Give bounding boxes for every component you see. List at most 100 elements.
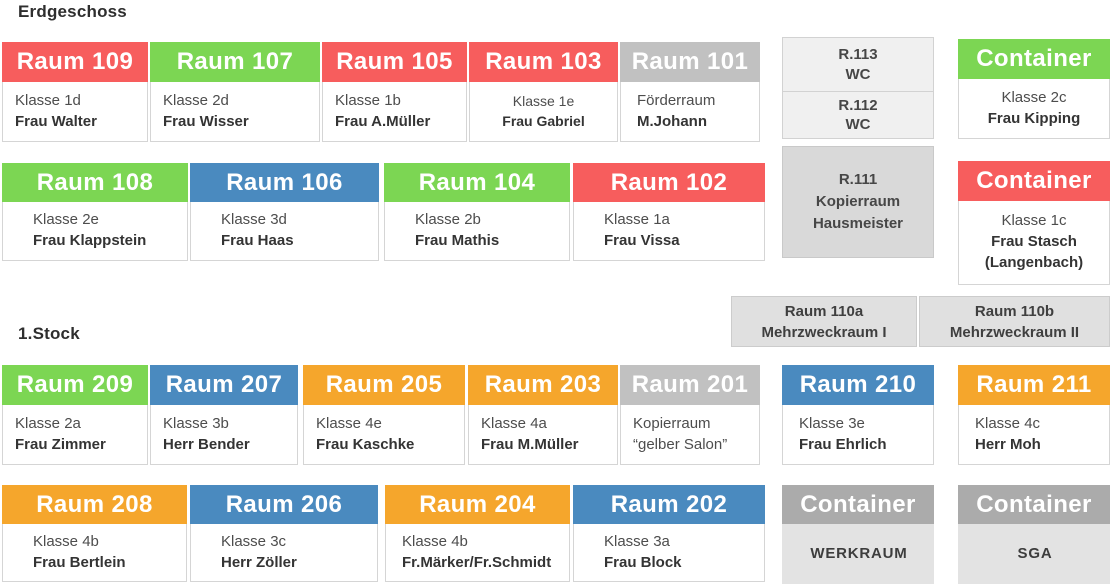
- card-raum-203: Raum 203 Klasse 4a Frau M.Müller: [468, 365, 618, 465]
- room-class-label: Klasse 3e: [799, 414, 865, 432]
- card-container-green: Container Klasse 2c Frau Kipping: [958, 39, 1110, 139]
- container-body: Klasse 2c Frau Kipping: [958, 79, 1110, 139]
- container-header: Container: [958, 39, 1110, 79]
- room-teacher-label: Frau Zimmer: [15, 435, 106, 453]
- room-body: Klasse 2d Frau Wisser: [150, 82, 320, 142]
- room-teacher-label: M.Johann: [637, 112, 707, 130]
- room-teacher-label: Frau Kaschke: [316, 435, 415, 453]
- room-header: Raum 103: [469, 42, 618, 82]
- room-class-label: Klasse 3a: [604, 532, 670, 550]
- room-body: Klasse 2b Frau Mathis: [384, 202, 570, 261]
- card-raum-207: Raum 207 Klasse 3b Herr Bender: [150, 365, 298, 465]
- card-raum-205: Raum 205 Klasse 4e Frau Kaschke: [303, 365, 465, 465]
- room-body: Klasse 4b Fr.Märker/Fr.Schmidt: [385, 524, 570, 582]
- card-raum-105: Raum 105 Klasse 1b Frau A.Müller: [322, 42, 467, 142]
- room-body: Klasse 1a Frau Vissa: [573, 202, 765, 261]
- container-body: WERKRAUM: [782, 524, 934, 584]
- room-header: Raum 207: [150, 365, 298, 405]
- card-raum-103: Raum 103 Klasse 1e Frau Gabriel: [469, 42, 618, 142]
- room-header: Raum 202: [573, 485, 765, 524]
- room-class-label: Förderraum: [637, 91, 716, 109]
- room-number: R.112: [838, 96, 878, 114]
- card-raum-208: Raum 208 Klasse 4b Frau Bertlein: [2, 485, 187, 582]
- room-teacher-label: Frau Klappstein: [33, 232, 147, 249]
- room-body: Kopierraum “gelber Salon”: [620, 405, 760, 465]
- room-header: Raum 101: [620, 42, 760, 82]
- room-class-label: Klasse 1b: [335, 91, 401, 109]
- room-subtitle-label: “gelber Salon”: [633, 435, 728, 453]
- room-class-label: Klasse 4e: [316, 414, 382, 432]
- container-header: Container: [782, 485, 934, 524]
- room-label: WC: [845, 116, 871, 133]
- room-body: Förderraum M.Johann: [620, 82, 760, 142]
- room-teacher-label: Frau Stasch: [991, 233, 1077, 251]
- container-header: Container: [958, 161, 1110, 201]
- room-teacher-label: Frau Mathis: [415, 232, 500, 249]
- room-class-label: Klasse 2c: [1001, 88, 1067, 106]
- room-label: SGA: [1017, 544, 1053, 562]
- room-header: Raum 107: [150, 42, 320, 82]
- room-teacher-label-2: (Langenbach): [984, 253, 1084, 271]
- room-body: Klasse 1b Frau A.Müller: [322, 82, 467, 142]
- room-body: Klasse 3d Frau Haas: [190, 202, 379, 261]
- room-teacher-label: Frau M.Müller: [481, 435, 579, 453]
- room-body: Klasse 3a Frau Block: [573, 524, 765, 582]
- room-header: Raum 204: [385, 485, 570, 524]
- room-teacher-label: Frau Bertlein: [33, 553, 126, 571]
- room-header: Raum 104: [384, 163, 570, 202]
- card-raum-202: Raum 202 Klasse 3a Frau Block: [573, 485, 765, 582]
- card-raum-108: Raum 108 Klasse 2e Frau Klappstein: [2, 163, 188, 261]
- room-body: Klasse 2e Frau Klappstein: [2, 202, 188, 261]
- room-label: Hausmeister: [812, 214, 904, 232]
- room-110b-mehrzweckraum: Raum 110b Mehrzweckraum II: [919, 296, 1110, 347]
- room-header: Raum 208: [2, 485, 187, 524]
- room-body: Klasse 3e Frau Ehrlich: [782, 405, 934, 465]
- room-class-label: Kopierraum: [633, 414, 711, 432]
- card-raum-109: Raum 109 Klasse 1d Frau Walter: [2, 42, 148, 142]
- room-class-label: Klasse 2e: [33, 211, 99, 229]
- room-header: Raum 211: [958, 365, 1110, 405]
- room-label: Kopierraum: [815, 193, 901, 211]
- room-class-label: Klasse 2b: [415, 211, 481, 229]
- floor-title-erdgeschoss: Erdgeschoss: [18, 2, 127, 21]
- room-teacher-label: Frau Kipping: [987, 109, 1081, 127]
- room-teacher-label: Frau Walter: [15, 112, 97, 130]
- room-class-label: Klasse 2d: [163, 91, 229, 109]
- card-container-werkraum: Container WERKRAUM: [782, 485, 934, 584]
- room-teacher-label: Fr.Märker/Fr.Schmidt: [402, 553, 552, 571]
- container-body: SGA: [958, 524, 1110, 584]
- room-body: Klasse 1e Frau Gabriel: [469, 82, 618, 142]
- card-raum-101: Raum 101 Förderraum M.Johann: [620, 42, 760, 142]
- room-label: Mehrzweckraum II: [949, 323, 1080, 341]
- container-header: Container: [958, 485, 1110, 524]
- room-teacher-label: Frau Gabriel: [502, 112, 585, 129]
- room-body: Klasse 4a Frau M.Müller: [468, 405, 618, 465]
- card-raum-204: Raum 204 Klasse 4b Fr.Märker/Fr.Schmidt: [385, 485, 570, 582]
- room-body: Klasse 3c Herr Zöller: [190, 524, 378, 582]
- room-class-label: Klasse 2a: [15, 414, 81, 432]
- room-teacher-label: Herr Moh: [975, 435, 1041, 453]
- room-class-label: Klasse 1e: [512, 93, 575, 110]
- room-header: Raum 105: [322, 42, 467, 82]
- card-raum-201: Raum 201 Kopierraum “gelber Salon”: [620, 365, 760, 465]
- room-teacher-label: Frau Ehrlich: [799, 435, 887, 453]
- card-raum-210: Raum 210 Klasse 3e Frau Ehrlich: [782, 365, 934, 465]
- wc-rooms-box: R.113 WC R.112 WC: [782, 37, 934, 139]
- room-class-label: Klasse 4c: [975, 414, 1041, 432]
- room-number: Raum 110b: [974, 302, 1055, 320]
- card-raum-209: Raum 209 Klasse 2a Frau Zimmer: [2, 365, 148, 465]
- room-header: Raum 109: [2, 42, 148, 82]
- room-header: Raum 209: [2, 365, 148, 405]
- room-teacher-label: Frau Block: [604, 553, 682, 571]
- room-header: Raum 108: [2, 163, 188, 202]
- room-label: Mehrzweckraum I: [761, 323, 887, 341]
- room-header: Raum 210: [782, 365, 934, 405]
- room-number: Raum 110a: [784, 302, 864, 320]
- container-body: Klasse 1c Frau Stasch (Langenbach): [958, 201, 1110, 285]
- room-teacher-label: Frau Vissa: [604, 232, 680, 249]
- room-body: Klasse 3b Herr Bender: [150, 405, 298, 465]
- room-body: Klasse 2a Frau Zimmer: [2, 405, 148, 465]
- room-class-label: Klasse 3d: [221, 211, 287, 229]
- room-label: WC: [845, 65, 871, 83]
